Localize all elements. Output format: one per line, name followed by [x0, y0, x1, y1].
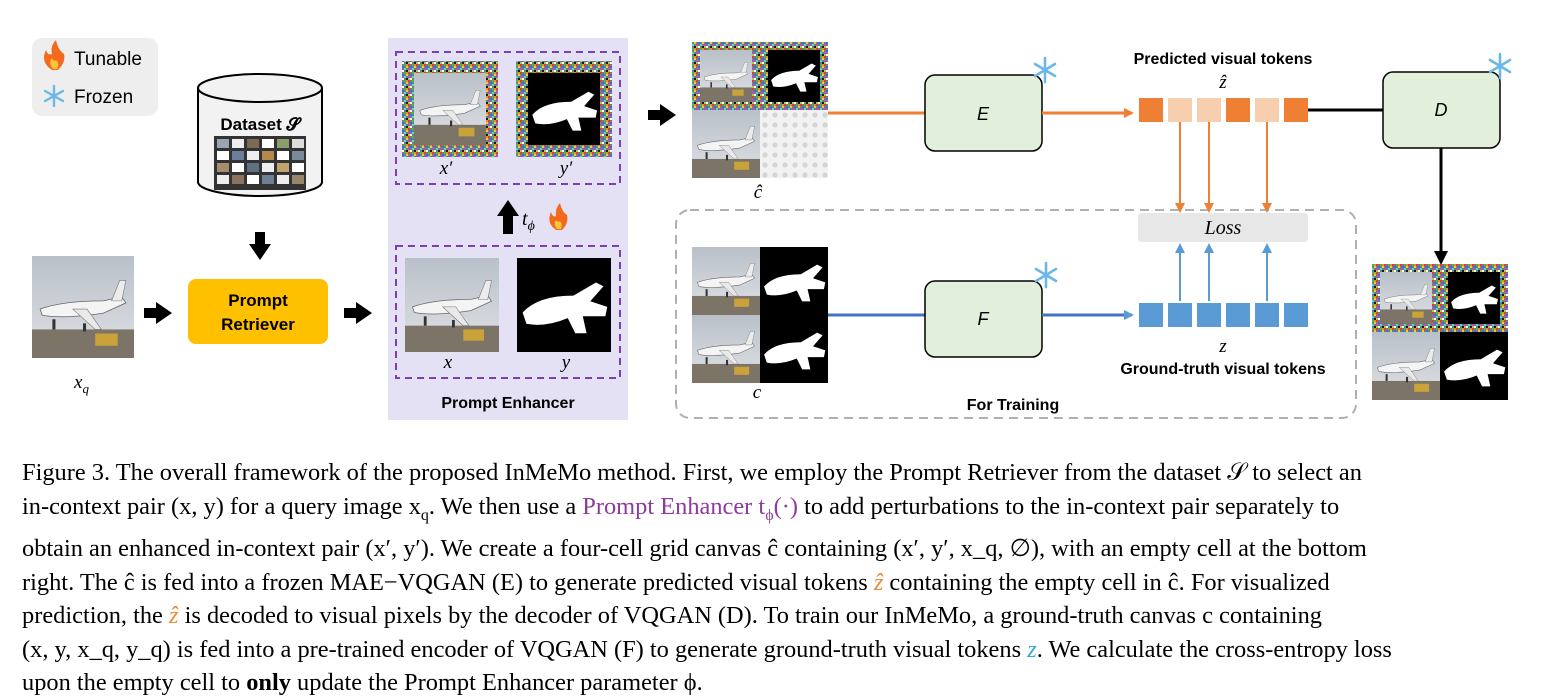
enhancer-up-arrow — [497, 200, 519, 234]
training-region — [675, 209, 1357, 419]
gt-token — [1255, 303, 1279, 327]
encoder-E: E — [924, 74, 1043, 152]
caption-line-2: in-context pair (x, y) for a query image… — [22, 492, 1340, 524]
snowflake-icon — [1034, 261, 1058, 289]
encoder-F: F — [924, 280, 1043, 358]
retriever-to-enhancer-arrow — [344, 302, 372, 324]
caption-line-4: right. The ĉ is fed into a frozen MAE−VQ… — [22, 568, 1330, 596]
predicted-canvas — [692, 42, 828, 178]
snowflake-icon — [1033, 56, 1057, 84]
gt-token — [1139, 303, 1163, 327]
in-context-y-image — [517, 258, 611, 352]
caption-line-7: upon the empty cell to only update the P… — [22, 669, 703, 697]
gt-token-row — [1139, 303, 1308, 327]
retriever-label-line2: Retriever — [221, 315, 295, 334]
framework-diagram: Tunable Frozen Dataset 𝓢 — [32, 38, 1512, 420]
predicted-token-row — [1139, 98, 1308, 122]
pred-tokens-symbol: ẑ — [1218, 72, 1227, 93]
decoder-D-label: D — [1435, 100, 1448, 120]
dataset-to-retriever-arrow — [249, 232, 271, 260]
pred-token — [1168, 98, 1192, 122]
gt-token — [1284, 303, 1308, 327]
snowflake-icon — [43, 84, 65, 108]
enhanced-y-label: y′ — [558, 158, 573, 179]
in-context-x-label: x — [443, 352, 453, 373]
prompt-retriever-box: Prompt Retriever — [188, 279, 328, 344]
ground-truth-canvas — [692, 247, 828, 383]
enhanced-y-image — [528, 73, 600, 145]
prompt-enhancer-panel: x′ y′ tϕ x y Prompt Enhancer — [388, 38, 628, 420]
predicted-canvas-label: ĉ — [754, 182, 763, 203]
enhancer-title: Prompt Enhancer — [441, 395, 574, 412]
training-label: For Training — [967, 397, 1059, 414]
gt-token — [1197, 303, 1221, 327]
enhanced-x-image — [414, 73, 486, 145]
pred-token — [1226, 98, 1250, 122]
query-image — [32, 256, 134, 358]
pred-tokens-title: Predicted visual tokens — [1134, 51, 1313, 68]
flame-icon — [549, 203, 568, 230]
caption-line-1: Figure 3. The overall framework of the p… — [22, 459, 1362, 486]
caption-line-5: prediction, the ẑ is decoded to visual p… — [22, 602, 1322, 630]
query-label: xq — [73, 372, 89, 396]
pred-token — [1139, 98, 1163, 122]
gt-tokens-title: Ground-truth visual tokens — [1120, 361, 1325, 378]
dataset-label: Dataset 𝓢 — [220, 115, 302, 134]
retriever-label-line1: Prompt — [228, 291, 288, 310]
in-context-x-image — [405, 258, 499, 352]
enhanced-x-label: x′ — [439, 158, 453, 179]
snowflake-icon — [1488, 52, 1512, 80]
encoder-F-label: F — [978, 309, 990, 329]
ground-truth-canvas-label: c — [753, 382, 762, 403]
figure-caption: Figure 3. The overall framework of the p… — [22, 456, 1546, 700]
pred-token — [1284, 98, 1308, 122]
legend-tunable-label: Tunable — [74, 49, 142, 70]
pred-token — [1197, 98, 1221, 122]
gt-tokens-symbol: z — [1218, 336, 1227, 357]
output-canvas — [1372, 264, 1508, 400]
loss-label: Loss — [1204, 217, 1242, 239]
decoder-D: D — [1382, 71, 1501, 149]
enhancer-to-canvas-arrow — [648, 104, 676, 126]
legend: Tunable Frozen — [32, 38, 158, 116]
caption-line-3: obtain an enhanced in-context pair (x′, … — [22, 535, 1367, 563]
encoder-E-label: E — [977, 104, 990, 124]
dataset-cylinder: Dataset 𝓢 — [197, 73, 323, 197]
gt-token — [1168, 303, 1192, 327]
dataset-thumbnails — [214, 136, 306, 190]
flame-icon — [44, 40, 65, 70]
query-to-retriever-arrow — [144, 302, 172, 324]
gt-token — [1226, 303, 1250, 327]
caption-line-6: (x, y, x_q, y_q) is fed into a pre-train… — [22, 635, 1392, 663]
loss-box: Loss — [1138, 213, 1308, 242]
legend-frozen-label: Frozen — [74, 87, 133, 108]
in-context-y-label: y — [560, 352, 571, 373]
pred-token — [1255, 98, 1279, 122]
